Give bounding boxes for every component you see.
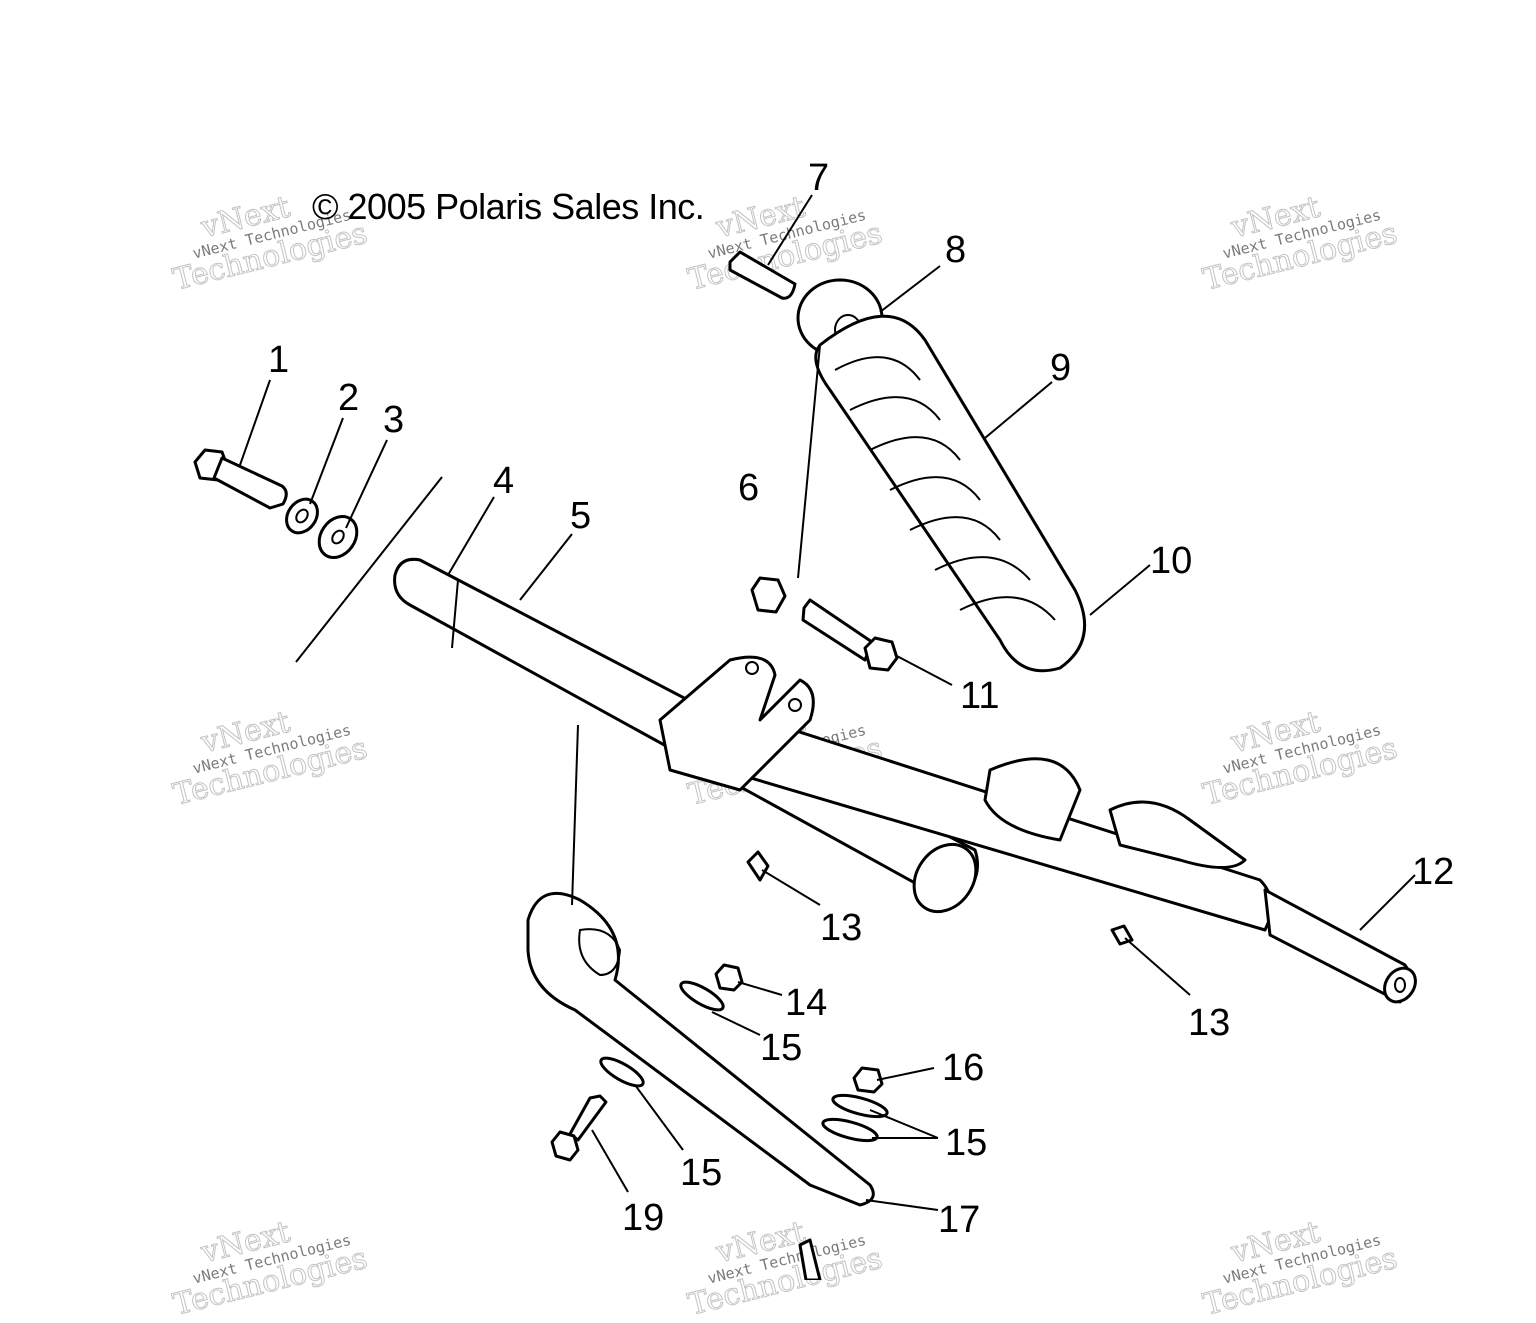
callout-13a: 13: [820, 907, 862, 949]
callout-14: 14: [785, 982, 827, 1024]
callout-13b: 13: [1188, 1002, 1230, 1044]
part-swing-arm-4-5: [393, 557, 1417, 1004]
part-washer-15c: [831, 1093, 889, 1119]
callout-2: 2: [338, 377, 359, 419]
part-grease-fitting-13a: [746, 850, 770, 882]
callout-15b: 15: [680, 1152, 722, 1194]
callout-4: 4: [493, 460, 514, 502]
callout-11: 11: [960, 675, 999, 717]
callout-1: 1: [268, 339, 289, 381]
callout-15c: 15: [945, 1122, 987, 1164]
part-sleeve-7: [728, 250, 797, 300]
part-bolt-11: [801, 598, 899, 672]
part-bolt-19: [550, 1094, 608, 1162]
part-washer-2: [285, 497, 319, 535]
copyright-notice: © 2005 Polaris Sales Inc.: [312, 186, 705, 227]
part-washer-3: [317, 515, 359, 559]
callout-labels: 1 2 3 4 5 6 7 8 9 10 11 12 13 13 14 15 1…: [268, 157, 1454, 1241]
callout-7: 7: [808, 157, 829, 199]
callout-19: 19: [622, 1197, 664, 1239]
part-nut-6: [750, 576, 787, 614]
leader-lines: [239, 194, 1416, 1211]
part-nut-14: [714, 963, 744, 992]
callout-5: 5: [570, 495, 591, 537]
callout-12: 12: [1412, 851, 1454, 893]
part-washer-15a: [679, 980, 725, 1012]
part-bolt-1: [193, 448, 288, 510]
callout-17: 17: [938, 1199, 980, 1241]
callout-15a: 15: [760, 1027, 802, 1069]
callout-16: 16: [942, 1047, 984, 1089]
part-washer-15b: [599, 1056, 645, 1088]
callout-9: 9: [1050, 347, 1071, 389]
part-link-arm-17: [526, 724, 875, 1207]
callout-3: 3: [383, 399, 404, 441]
part-shock-absorber-8-9-10: [796, 278, 1087, 673]
callout-6: 6: [738, 467, 759, 509]
exploded-parts-diagram: 1 2 3 4 5 6 7 8 9 10 11 12 13 13 14 15 1…: [193, 157, 1454, 1280]
callout-10: 10: [1150, 540, 1192, 582]
part-nut-16: [852, 1066, 884, 1094]
callout-8: 8: [945, 229, 966, 271]
